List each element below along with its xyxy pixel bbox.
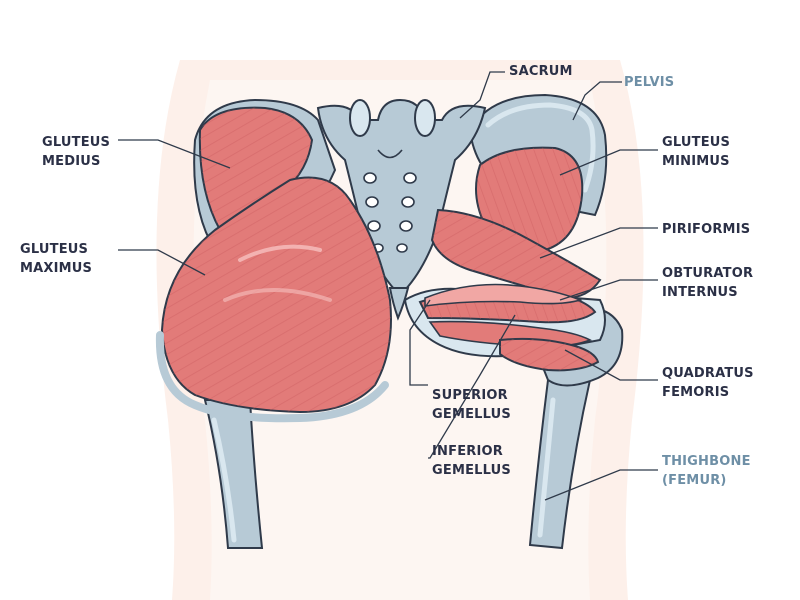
leader-lines (118, 71, 658, 501)
label-obturator-internus: OBTURATOR INTERNUS (662, 266, 754, 300)
coccyx (388, 287, 410, 321)
label-quadratus-femoris: QUADRATUS FEMORIS (662, 366, 754, 400)
label-gluteus-maximus: GLUTEUS MAXIMUS (20, 242, 93, 276)
sacral-process-right (414, 99, 436, 137)
superior-gemellus-muscle (424, 283, 583, 307)
label-pelvis: PELVIS (624, 75, 675, 90)
label-piriformis: PIRIFORMIS (662, 222, 751, 237)
label-sacrum: SACRUM (509, 64, 573, 79)
sacral-foramina (363, 172, 417, 253)
label-inferior-gemellus: INFERIOR GEMELLUS (432, 444, 511, 478)
fascia-outline (155, 331, 389, 423)
label-gluteus-minimus: GLUTEUS MINIMUS (662, 135, 731, 169)
label-thighbone: THIGHBONE (FEMUR) (662, 454, 751, 488)
sacral-process-left (349, 99, 371, 137)
label-gluteus-medius: GLUTEUS MEDIUS (42, 135, 111, 169)
label-superior-gemellus: SUPERIOR GEMELLUS (432, 388, 511, 422)
